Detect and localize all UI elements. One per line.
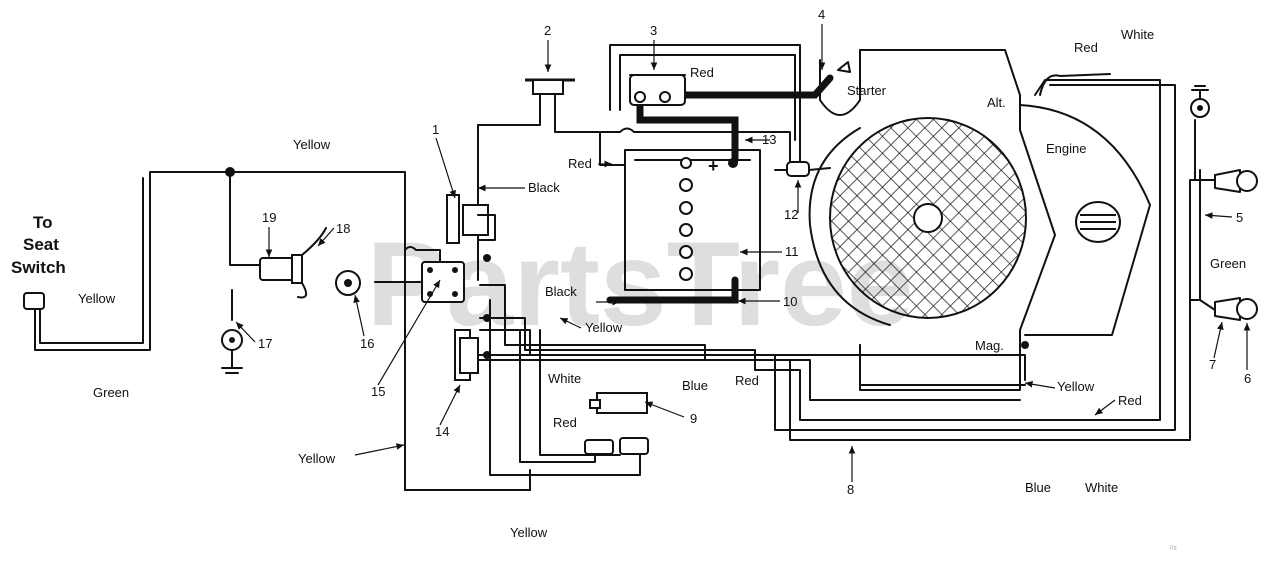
label-red-harness: Red bbox=[735, 373, 759, 388]
callout-2: 2 bbox=[544, 23, 551, 38]
callout-numbers: 1 2 3 4 5 6 7 8 9 10 11 12 13 14 15 16 1… bbox=[258, 7, 1251, 554]
label-white-bottom: White bbox=[1085, 480, 1118, 495]
callout-8: 8 bbox=[847, 482, 854, 497]
label-engine: Engine bbox=[1046, 141, 1086, 156]
callout-9: 9 bbox=[690, 411, 697, 426]
label-yellow-bottom: Yellow bbox=[510, 525, 548, 540]
module-9 bbox=[589, 392, 648, 414]
module-14 bbox=[454, 329, 479, 381]
label-yellow-left: Yellow bbox=[78, 291, 116, 306]
headlight-lower bbox=[1214, 297, 1258, 321]
callout-14: 14 bbox=[435, 424, 449, 439]
label-yellow-harness: Yellow bbox=[585, 320, 623, 335]
label-yellow-top: Yellow bbox=[293, 137, 331, 152]
starter-solenoid bbox=[629, 74, 686, 106]
relay bbox=[446, 194, 496, 244]
label-yellow-engine: Yellow bbox=[1057, 379, 1095, 394]
seat-switch-wiring bbox=[34, 171, 531, 491]
callout-19: 19 bbox=[262, 210, 276, 225]
label-green-left: Green bbox=[93, 385, 129, 400]
label-black-relay: Black bbox=[528, 180, 560, 195]
callout-4: 4 bbox=[818, 7, 825, 22]
seat-switch-to: To bbox=[33, 213, 53, 232]
label-red-lower: Red bbox=[553, 415, 577, 430]
wire-labels: Yellow Yellow Green Yellow Yellow Red Bl… bbox=[78, 27, 1246, 540]
label-blue-harness: Blue bbox=[682, 378, 708, 393]
label-red-left: Red bbox=[568, 156, 592, 171]
label-red-top: Red bbox=[1074, 40, 1098, 55]
bottom-connectors bbox=[584, 437, 649, 455]
interlock-switch bbox=[259, 227, 327, 299]
ground-17 bbox=[221, 329, 243, 374]
battery: + bbox=[624, 149, 761, 291]
callout-10: 10 bbox=[783, 294, 797, 309]
headlight-upper bbox=[1194, 119, 1258, 193]
label-yellow-mid: Yellow bbox=[298, 451, 336, 466]
label-green-right: Green bbox=[1210, 256, 1246, 271]
callout-16: 16 bbox=[360, 336, 374, 351]
label-mag: Mag. bbox=[975, 338, 1004, 353]
label-starter: Starter bbox=[847, 83, 887, 98]
battery-cables bbox=[606, 74, 834, 304]
seat-switch-switch: Switch bbox=[11, 258, 66, 277]
callout-12: 12 bbox=[784, 207, 798, 222]
seat-switch-seat: Seat bbox=[23, 235, 59, 254]
label-alt: Alt. bbox=[987, 95, 1006, 110]
label-black-battery: Black bbox=[545, 284, 577, 299]
label-blue-bottom: Blue bbox=[1025, 480, 1051, 495]
label-white-top: White bbox=[1121, 27, 1154, 42]
seat-switch-connector bbox=[23, 292, 45, 310]
junctions bbox=[225, 167, 491, 359]
ground-top-right bbox=[1190, 85, 1210, 118]
fuse-holder bbox=[525, 78, 575, 101]
callout-5: 5 bbox=[1236, 210, 1243, 225]
callout-6: 6 bbox=[1244, 371, 1251, 386]
callout-15: 15 bbox=[371, 384, 385, 399]
callout-18: 18 bbox=[336, 221, 350, 236]
connector-12 bbox=[774, 161, 831, 177]
callout-1: 1 bbox=[432, 122, 439, 137]
seat-switch-title: To Seat Switch bbox=[11, 213, 66, 277]
label-white-harness: White bbox=[548, 371, 581, 386]
label-red-solenoid: Red bbox=[690, 65, 714, 80]
engine-block bbox=[808, 49, 1151, 391]
callout-7: 7 bbox=[1209, 357, 1216, 372]
battery-plus: + bbox=[708, 156, 719, 176]
corner-mark: ⁰² bbox=[1170, 544, 1177, 554]
leader-lines bbox=[235, 24, 1251, 482]
callout-11: 11 bbox=[785, 244, 799, 259]
callout-17: 17 bbox=[258, 336, 272, 351]
callout-3: 3 bbox=[650, 23, 657, 38]
engine-labels: Starter Alt. Engine Mag. bbox=[847, 83, 1086, 353]
label-red-engine: Red bbox=[1118, 393, 1142, 408]
